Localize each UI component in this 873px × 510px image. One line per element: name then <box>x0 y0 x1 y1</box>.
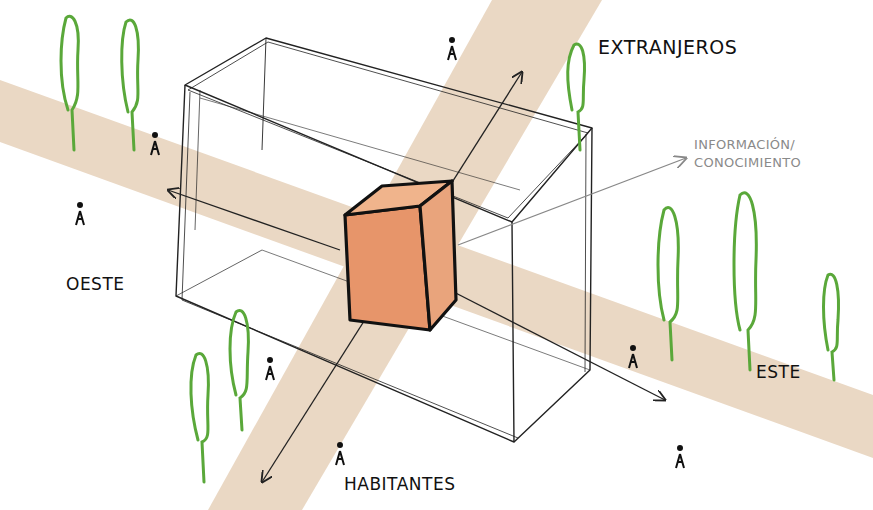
map-label: EXTRANJEROS <box>598 36 737 58</box>
information-cube <box>345 181 456 330</box>
map-label: ESTE <box>756 362 801 382</box>
person-marks <box>76 38 684 468</box>
map-label: INFORMACIÓN/ CONOCIMIENTO <box>694 136 824 171</box>
map-label: HABITANTES <box>344 474 455 494</box>
wireframe-volume <box>176 38 592 442</box>
map-label: OESTE <box>66 274 125 294</box>
flow-arrows <box>168 72 665 482</box>
trees <box>61 16 839 482</box>
leader-line <box>458 158 686 245</box>
